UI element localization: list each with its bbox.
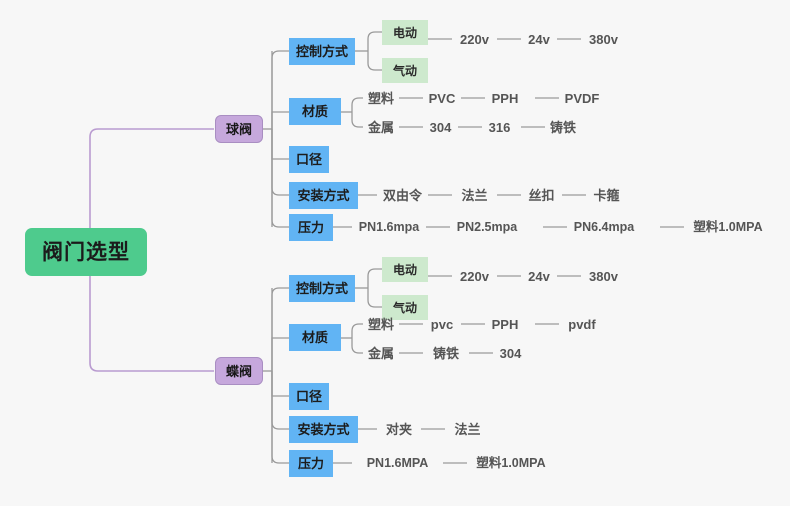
root-node[interactable]: 阀门选型 <box>25 228 147 276</box>
leaf-node[interactable]: 220v <box>460 269 489 284</box>
category-node-caizhi-2[interactable]: 材质 <box>289 324 341 351</box>
leaf-node[interactable]: 双由令 <box>382 188 422 203</box>
leaf-node[interactable]: 法兰 <box>461 188 488 203</box>
leaf-node[interactable]: 24v <box>528 32 550 47</box>
leaf-node[interactable]: 380v <box>589 269 618 284</box>
category-node-kongzhifangshi-1[interactable]: 控制方式 <box>289 38 355 65</box>
category-node-koujing-1[interactable]: 口径 <box>289 146 329 173</box>
branch-node-diefa[interactable]: 蝶阀 <box>215 357 263 385</box>
leaf-node[interactable]: pvdf <box>568 317 596 332</box>
category-node-anzhuangfangshi-2[interactable]: 安装方式 <box>289 416 358 443</box>
leaf-node[interactable]: PVC <box>428 91 456 106</box>
leaf-node[interactable]: 316 <box>488 120 511 135</box>
text-sub-node-jinshu-2[interactable]: 金属 <box>367 346 394 361</box>
leaf-node[interactable]: PN1.6mpa <box>358 220 420 235</box>
leaf-node[interactable]: PN6.4mpa <box>573 220 635 235</box>
category-node-koujing-2[interactable]: 口径 <box>289 383 329 410</box>
leaf-node[interactable]: 法兰 <box>454 422 481 437</box>
text-sub-node-suliao-1[interactable]: 塑料 <box>367 91 394 106</box>
leaf-node[interactable]: pvc <box>430 317 454 332</box>
leaf-node[interactable]: 380v <box>589 32 618 47</box>
category-node-kongzhifangshi-2[interactable]: 控制方式 <box>289 275 355 302</box>
leaf-node[interactable]: 304 <box>429 120 452 135</box>
leaf-node[interactable]: PPH <box>491 317 519 332</box>
sub-node-diandong-2[interactable]: 电动 <box>382 257 428 282</box>
leaf-node[interactable]: PN1.6MPA <box>366 456 429 471</box>
branch-node-qiufa[interactable]: 球阀 <box>215 115 263 143</box>
leaf-node[interactable]: 卡箍 <box>593 188 620 203</box>
leaf-node[interactable]: 塑料1.0MPA <box>693 220 763 235</box>
leaf-node[interactable]: PN2.5mpa <box>456 220 518 235</box>
sub-node-qidong-2[interactable]: 气动 <box>382 295 428 320</box>
leaf-node[interactable]: PVDF <box>564 91 600 106</box>
leaf-node[interactable]: 220v <box>460 32 489 47</box>
leaf-node[interactable]: 铸铁 <box>432 346 459 361</box>
category-node-yali-1[interactable]: 压力 <box>289 214 333 241</box>
sub-node-qidong-1[interactable]: 气动 <box>382 58 428 83</box>
leaf-node[interactable]: PPH <box>491 91 519 106</box>
category-node-anzhuangfangshi-1[interactable]: 安装方式 <box>289 182 358 209</box>
leaf-node[interactable]: 铸铁 <box>549 120 576 135</box>
leaf-node[interactable]: 丝扣 <box>528 188 555 203</box>
text-sub-node-suliao-2[interactable]: 塑料 <box>367 317 394 332</box>
text-sub-node-jinshu-1[interactable]: 金属 <box>367 120 394 135</box>
category-node-yali-2[interactable]: 压力 <box>289 450 333 477</box>
leaf-node[interactable]: 24v <box>528 269 550 284</box>
sub-node-diandong-1[interactable]: 电动 <box>382 20 428 45</box>
leaf-node[interactable]: 304 <box>499 346 522 361</box>
category-node-caizhi-1[interactable]: 材质 <box>289 98 341 125</box>
leaf-node[interactable]: 塑料1.0MPA <box>476 456 546 471</box>
leaf-node[interactable]: 对夹 <box>385 422 412 437</box>
